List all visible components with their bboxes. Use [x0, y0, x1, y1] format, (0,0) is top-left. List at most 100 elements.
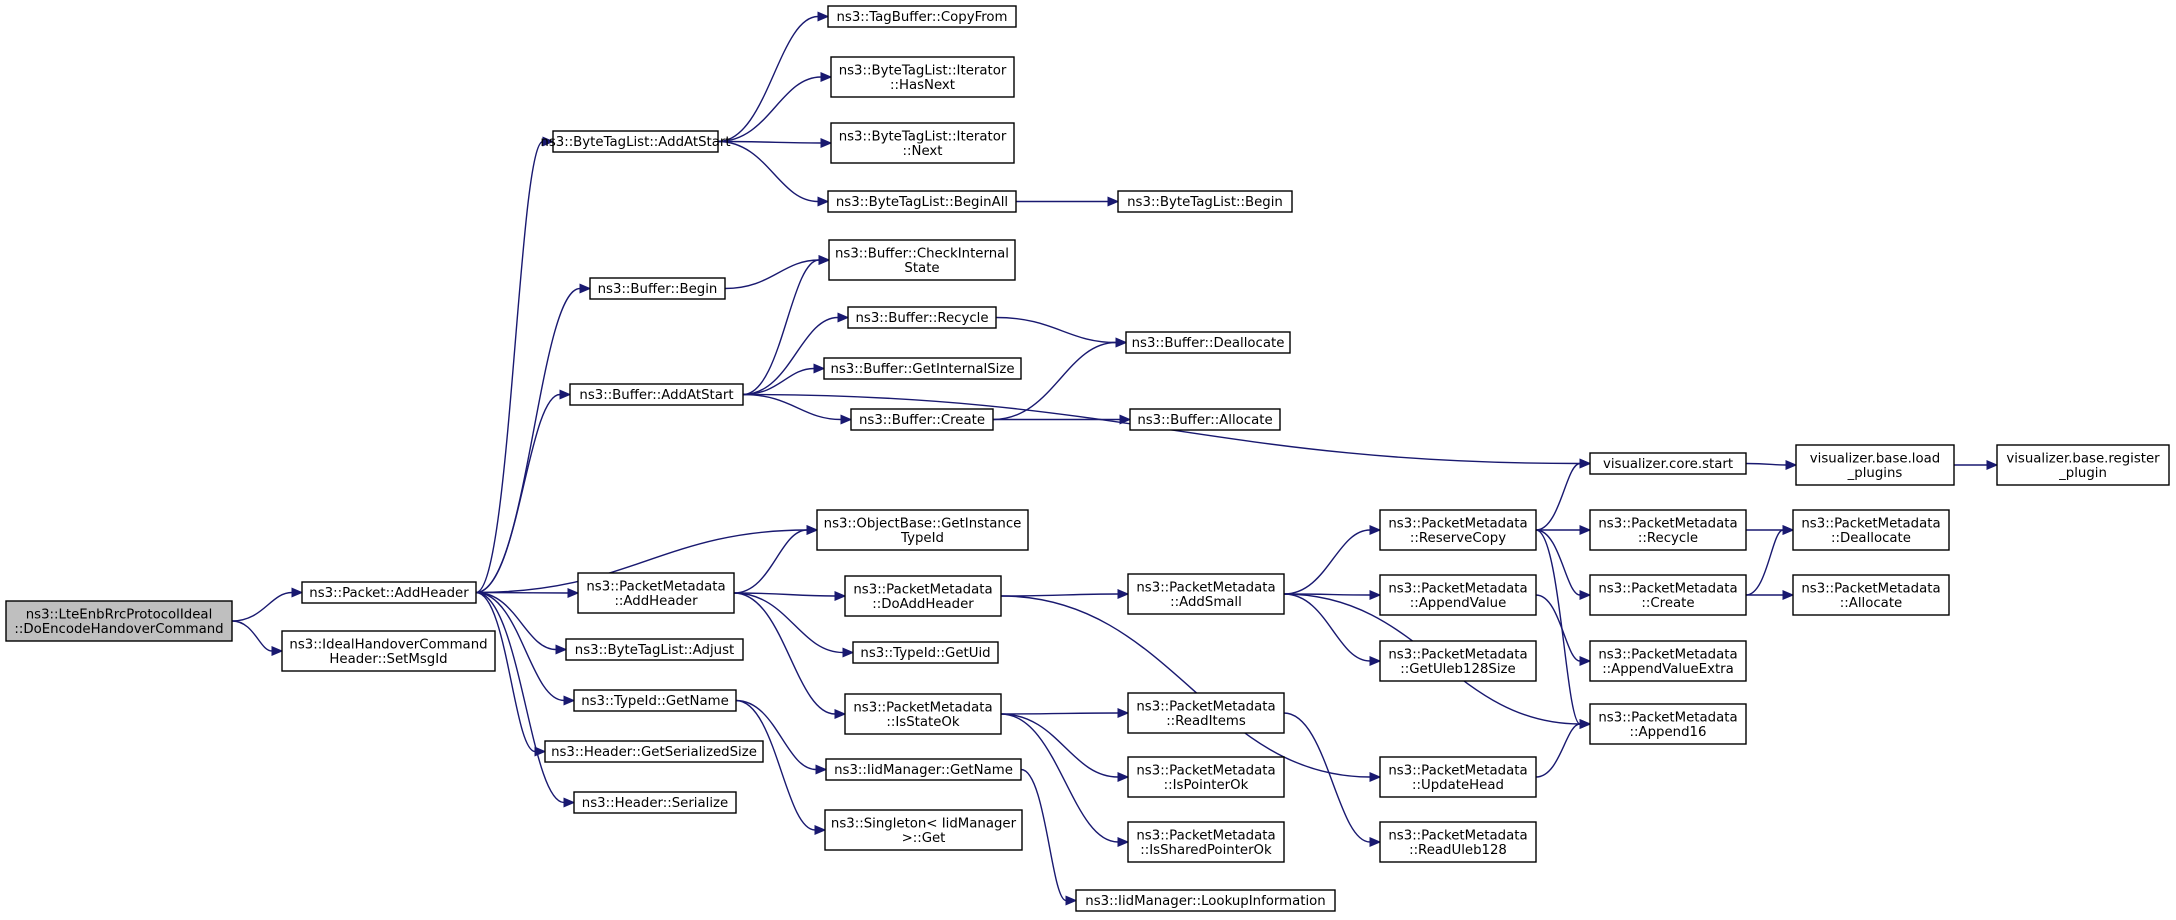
edge-arrowhead — [813, 363, 826, 374]
edge-arrowhead — [818, 255, 831, 265]
node-pm-issharedpointerok[interactable]: ns3::PacketMetadata::IsSharedPointerOk — [1127, 821, 1285, 863]
node-pm-addheader[interactable]: ns3::PacketMetadata::AddHeader — [577, 572, 735, 614]
node-label: visualizer.base.register — [2006, 451, 2160, 466]
node-label: ns3::PacketMetadata — [1136, 763, 1275, 778]
node-pm-readitems[interactable]: ns3::PacketMetadata::ReadItems — [1127, 692, 1285, 734]
node-label: ns3::ByteTagList::Iterator — [839, 129, 1007, 144]
edge-arrowhead — [559, 389, 572, 400]
node-hdr-serialize[interactable]: ns3::Header::Serialize — [573, 791, 737, 814]
node-label: ns3::PacketMetadata — [586, 579, 725, 594]
node-setmsgid[interactable]: ns3::IdealHandoverCommandHeader::SetMsgI… — [281, 630, 496, 672]
node-label: ns3::PacketMetadata — [1598, 647, 1737, 662]
node-label: Header::SetMsgId — [329, 652, 447, 667]
node-btl-it-hasnext[interactable]: ns3::ByteTagList::Iterator::HasNext — [830, 56, 1015, 98]
node-pm-ispointerok[interactable]: ns3::PacketMetadata::IsPointerOk — [1127, 756, 1285, 798]
edge-pm-isstateok-to-pm-ispointerok — [1000, 713, 1119, 778]
edges-layer — [231, 11, 1999, 906]
edge-arrowhead — [817, 196, 830, 207]
edge-pm-addheader-to-ob-getinstancetypeid — [733, 529, 808, 594]
node-box — [844, 575, 1002, 617]
edge-arrowhead — [563, 797, 576, 808]
node-box — [1129, 408, 1281, 431]
node-vis-load-plugins[interactable]: visualizer.base.load_plugins — [1795, 444, 1955, 486]
node-btl-it-next[interactable]: ns3::ByteTagList::Iterator::Next — [830, 122, 1015, 164]
node-typeid-getname[interactable]: ns3::TypeId::GetName — [573, 689, 737, 712]
node-pkt-addheader[interactable]: ns3::Packet::AddHeader — [301, 581, 477, 604]
node-box — [850, 408, 994, 431]
edge-pm-readitems-to-pm-readuleb128 — [1283, 712, 1371, 843]
node-singleton-get[interactable]: ns3::Singleton< IidManager>::Get — [824, 809, 1023, 851]
edge-pm-create-to-pm-deallocate — [1745, 529, 1784, 596]
node-pm-appendvalueextra[interactable]: ns3::PacketMetadata::AppendValueExtra — [1589, 640, 1747, 682]
node-btl-addatstart[interactable]: ns3::ByteTagList::AddAtStart — [540, 130, 731, 153]
node-box — [852, 641, 999, 664]
node-box — [825, 758, 1022, 781]
node-pm-doaddheader[interactable]: ns3::PacketMetadata::DoAddHeader — [844, 575, 1002, 617]
node-box — [1792, 574, 1950, 616]
node-label: ns3::PacketMetadata — [1801, 516, 1940, 531]
edge-pkt-addheader-to-btl-adjust — [475, 591, 557, 651]
node-label: ns3::IidManager::GetName — [834, 763, 1013, 778]
edge-arrowhead — [1115, 337, 1128, 348]
edge-arrowhead — [840, 414, 853, 425]
node-pm-allocate[interactable]: ns3::PacketMetadata::Allocate — [1792, 574, 1950, 616]
node-btl-begin[interactable]: ns3::ByteTagList::Begin — [1117, 190, 1293, 213]
node-label: ns3::Header::GetSerializedSize — [551, 745, 757, 760]
node-box — [1379, 574, 1537, 616]
node-pm-reservecopy[interactable]: ns3::PacketMetadata::ReserveCopy — [1379, 509, 1537, 551]
node-buf-addatstart[interactable]: ns3::Buffer::AddAtStart — [569, 383, 744, 406]
node-pm-deallocate[interactable]: ns3::PacketMetadata::Deallocate — [1792, 509, 1950, 551]
node-buf-getinternalsize[interactable]: ns3::Buffer::GetInternalSize — [823, 357, 1022, 380]
node-buf-allocate[interactable]: ns3::Buffer::Allocate — [1129, 408, 1281, 431]
node-buf-begin[interactable]: ns3::Buffer::Begin — [589, 277, 726, 300]
node-pm-create[interactable]: ns3::PacketMetadata::Create — [1589, 574, 1747, 616]
node-tagbuf-copyfrom[interactable]: ns3::TagBuffer::CopyFrom — [827, 5, 1017, 28]
edge-pkt-addheader-to-btl-addatstart — [475, 140, 544, 594]
node-label: ::AddHeader — [614, 594, 698, 609]
edge-arrowhead — [837, 312, 850, 323]
node-root[interactable]: ns3::LteEnbRrcProtocolIdeal::DoEncodeHan… — [5, 600, 233, 642]
node-box — [1127, 573, 1285, 615]
edge-buf-addatstart-to-buf-getinternalsize — [742, 367, 815, 396]
node-hdr-getsersize[interactable]: ns3::Header::GetSerializedSize — [544, 740, 764, 763]
node-label: ::Next — [903, 144, 943, 159]
node-box — [589, 277, 726, 300]
edge-pm-isstateok-to-pm-readitems — [1000, 712, 1119, 715]
node-typeid-getuid[interactable]: ns3::TypeId::GetUid — [852, 641, 999, 664]
node-pm-getuleb128size[interactable]: ns3::PacketMetadata::GetUleb128Size — [1379, 640, 1537, 682]
edge-pm-reservecopy-to-pm-append16 — [1535, 529, 1581, 725]
node-buf-create[interactable]: ns3::Buffer::Create — [850, 408, 994, 431]
node-buf-deallocate[interactable]: ns3::Buffer::Deallocate — [1125, 331, 1291, 354]
node-label: ::AppendValueExtra — [1602, 662, 1734, 677]
node-box — [1589, 574, 1747, 616]
node-pm-isstateok[interactable]: ns3::PacketMetadata::IsStateOk — [844, 693, 1002, 735]
node-pm-recycle[interactable]: ns3::PacketMetadata::Recycle — [1589, 509, 1747, 551]
node-buf-recycle[interactable]: ns3::Buffer::Recycle — [847, 306, 997, 329]
node-pm-append16[interactable]: ns3::PacketMetadata::Append16 — [1589, 703, 1747, 745]
node-pm-readuleb128[interactable]: ns3::PacketMetadata::ReadUleb128 — [1379, 821, 1537, 863]
node-vis-register-plugin[interactable]: visualizer.base.register_plugin — [1996, 444, 2170, 486]
node-pm-appendvalue[interactable]: ns3::PacketMetadata::AppendValue — [1379, 574, 1537, 616]
node-iid-getname[interactable]: ns3::IidManager::GetName — [825, 758, 1022, 781]
node-label: ::AppendValue — [1410, 596, 1507, 611]
edge-pkt-addheader-to-ob-getinstancetypeid — [475, 529, 808, 594]
node-box — [565, 638, 744, 661]
node-pm-updatehead[interactable]: ns3::PacketMetadata::UpdateHead — [1379, 756, 1537, 798]
node-box — [823, 357, 1022, 380]
edge-arrowhead — [817, 11, 830, 22]
node-vis-core-start[interactable]: visualizer.core.start — [1589, 452, 1747, 475]
node-box — [1117, 190, 1293, 213]
node-iid-lookup[interactable]: ns3::IidManager::LookupInformation — [1075, 889, 1336, 912]
node-btl-beginall[interactable]: ns3::ByteTagList::BeginAll — [827, 190, 1017, 213]
node-btl-adjust[interactable]: ns3::ByteTagList::Adjust — [565, 638, 744, 661]
node-label: ::DoEncodeHandoverCommand — [14, 622, 223, 637]
edge-buf-recycle-to-buf-deallocate — [995, 316, 1117, 344]
edge-arrowhead — [815, 764, 828, 775]
node-label: ns3::PacketMetadata — [1388, 763, 1527, 778]
node-label: visualizer.base.load — [1810, 451, 1940, 466]
node-label: ns3::ByteTagList::Iterator — [839, 63, 1007, 78]
node-pm-addsmall[interactable]: ns3::PacketMetadata::AddSmall — [1127, 573, 1285, 615]
